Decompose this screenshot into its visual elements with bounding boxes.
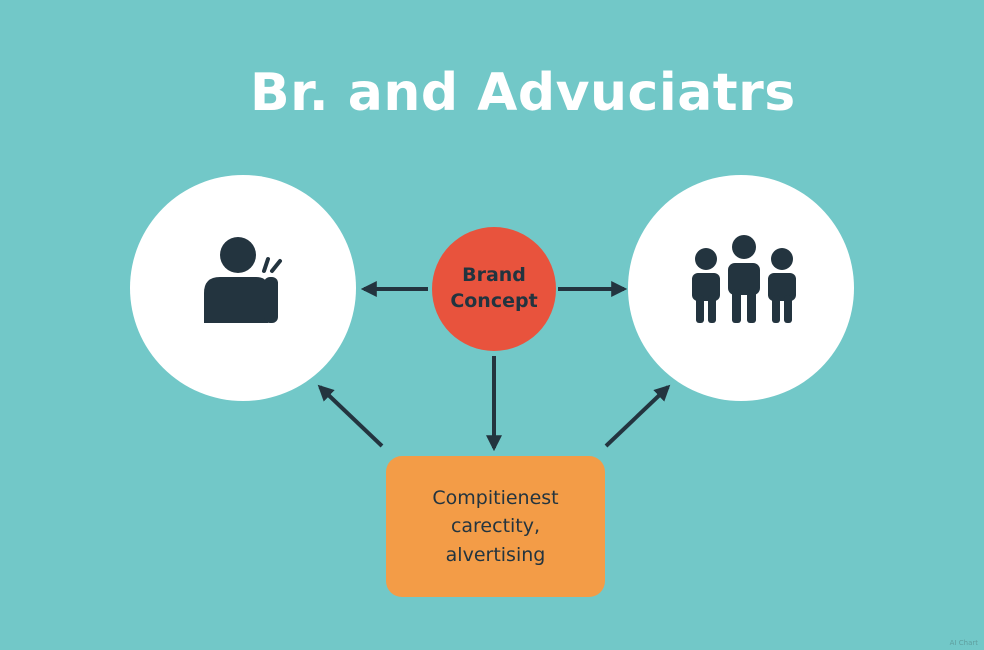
- box-label-line-3: alvertising: [445, 543, 546, 566]
- box-label-line-2: carectity,: [450, 515, 541, 538]
- diagram-title: Br. and Advuciatrs: [250, 63, 796, 123]
- box-label-line-1: Compitienest: [432, 486, 559, 509]
- brand-concept-node: Brand Concept: [432, 227, 556, 351]
- center-node-label-line-1: Brand: [462, 264, 526, 287]
- center-node-label-line-2: Concept: [450, 290, 538, 312]
- group-of-people-icon: [686, 233, 798, 329]
- left-node-circle: [130, 175, 356, 401]
- bottom-box-node: Compitienest carectity, alvertising: [386, 456, 605, 597]
- arrow-bottom-to-left: [317, 384, 384, 448]
- right-node-circle: [628, 175, 854, 401]
- watermark: AI Chart: [949, 639, 978, 647]
- arrow-bottom-to-right: [604, 384, 671, 448]
- person-pointing-icon: [200, 233, 290, 331]
